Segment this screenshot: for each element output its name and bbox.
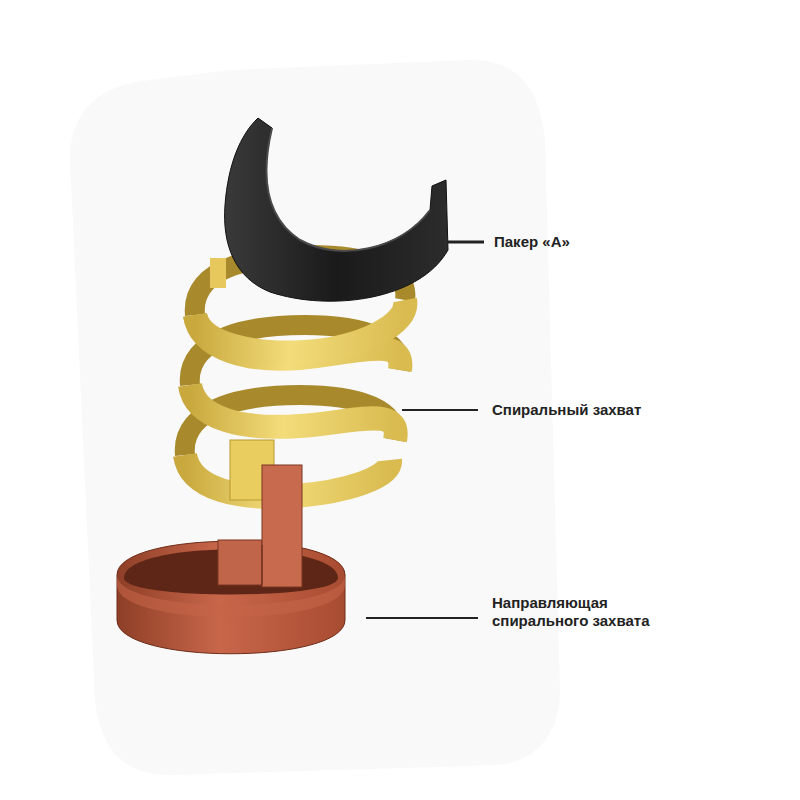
spiral-guide bbox=[117, 465, 345, 654]
part-label: Спиральный захват bbox=[492, 401, 641, 419]
packer-part bbox=[225, 118, 448, 301]
part-label: Пакер «А» bbox=[494, 233, 570, 251]
background-sheet bbox=[70, 60, 560, 775]
leader-line bbox=[448, 241, 484, 244]
leader-line bbox=[402, 409, 478, 411]
leader-line bbox=[366, 617, 478, 619]
part-label: Направляющая спирального захвата bbox=[492, 594, 667, 630]
packer-edge bbox=[266, 128, 430, 251]
